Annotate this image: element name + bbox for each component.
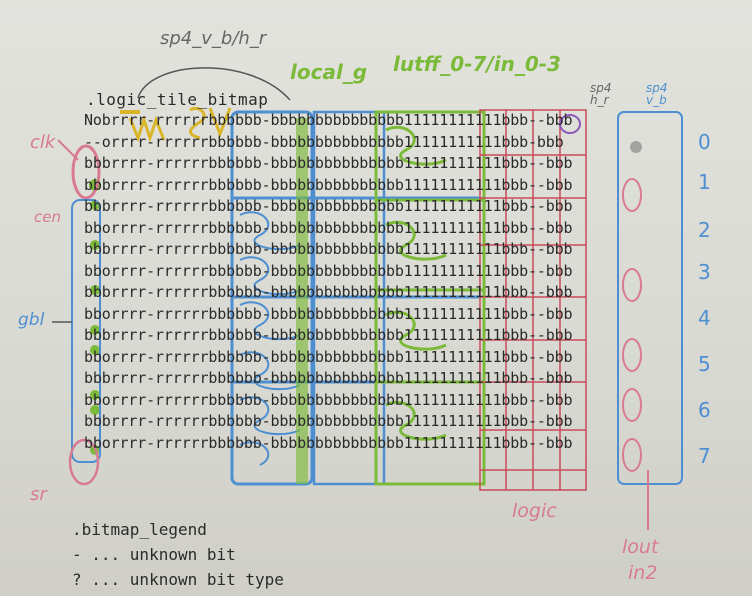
yellow-scribble [128, 115, 166, 143]
row-number: 0 [698, 130, 711, 154]
bitmap-row: bbbrrrr-rrrrrrbbbbbb-bbbbbbbbbbbbbbb1111… [84, 283, 573, 301]
bitmap-row: bbbrrrr-rrrrrrbbbbbb-bbbbbbbbbbbbbbb1111… [84, 326, 573, 344]
legend-line: .bitmap_legend [72, 520, 207, 539]
bitmap-row: bborrrr-rrrrrrbbbbbb-bbbbbbbbbbbbbbb1111… [84, 390, 573, 409]
local-g-label: local_g [290, 60, 368, 84]
bitmap-header: .logic_tile_bitmap [86, 90, 269, 109]
bitmap-row: bbbrrrr-rrrrrrbbbbbb-bbbbbbbbbbbbbbb1111… [84, 154, 573, 172]
row-number: 1 [698, 170, 711, 194]
bitmap-rows: Nobrrrr-rrrrrrbbbbbb-bbbbbbbbbbbbbbb1111… [84, 110, 573, 454]
bitmap-row: Nobrrrr-rrrrrrbbbbbb-bbbbbbbbbbbbbbb1111… [84, 111, 573, 129]
pink-right-ovals [622, 178, 642, 472]
bitmap-row: bbbrrrr-rrrrrrbbbbbb-bbbbbbbbbbbbbbb1111… [84, 175, 573, 194]
bitmap-row: bborrrr-rrrrrrbbbbbb-bbbbbbbbbbbbbbb1111… [84, 218, 573, 237]
sp4-top-label: sp4_v_b/h_r [160, 28, 267, 49]
row-number: 3 [698, 260, 711, 284]
clk-oval [71, 144, 101, 200]
logic-label: logic [512, 500, 557, 522]
lutff-boxes [374, 110, 486, 486]
bitmap-row: bbbrrrr-rrrrrrbbbbbb-bbbbbbbbbbbbbbb1111… [84, 412, 573, 430]
gbl-bracket [71, 199, 101, 463]
bitmap-row: bborrrr-rrrrrrbbbbbb-bbbbbbbbbbbbbbb1111… [84, 347, 573, 366]
in2-label: in2 [628, 562, 658, 584]
clk-leader [57, 139, 79, 161]
bitmap-row: --orrrr-rrrrrrbbbbbb-bbbbbbbbbbbbbbb1111… [84, 132, 564, 151]
bitmap-row: bborrrr-rrrrrrbbbbbb-bbbbbbbbbbbbbbb1111… [84, 433, 573, 452]
sp4-right-box [617, 111, 683, 485]
lutff-label: lutff_0-7/in_0-3 [393, 52, 561, 76]
row-number: 6 [698, 398, 711, 422]
sr-label: sr [30, 484, 47, 505]
logic-grid [479, 109, 587, 491]
local-g-bar [296, 118, 308, 484]
clk-label: clk [30, 132, 56, 153]
bitmap-legend: .bitmap_legend - ... unknown bit ? ... unk… [72, 517, 284, 592]
bitmap-row: bborrrr-rrrrrrbbbbbb-bbbbbbbbbbbbbbb1111… [84, 261, 573, 280]
purple-mark [559, 114, 581, 134]
yellow-scribble-2 [189, 107, 232, 140]
legend-line: - ... unknown bit [72, 545, 236, 564]
row-number: 7 [698, 444, 711, 468]
local-g-box [312, 110, 386, 486]
row-number: 2 [698, 218, 711, 242]
lout-label: lout [622, 536, 659, 558]
gbl-label: gbl [18, 310, 45, 330]
blue-swirls [239, 211, 301, 466]
bitmap-row: bborrrr-rrrrrrbbbbbb-bbbbbbbbbbbbbbb1111… [84, 304, 573, 323]
bitmap-row: bbbrrrr-rrrrrrbbbbbb-bbbbbbbbbbbbbbb1111… [84, 240, 573, 258]
gray-dot [630, 141, 642, 153]
bitmap-row: bbbrrrr-rrrrrrbbbbbb-bbbbbbbbbbbbbbb1111… [84, 197, 573, 215]
sp4-vb-label: sp4 v_b [646, 81, 668, 107]
sp4-arc [137, 67, 291, 101]
bitmap-row: bbbrrrr-rrrrrrbbbbbb-bbbbbbbbbbbbbbb1111… [84, 369, 573, 387]
cen-label: cen [34, 208, 61, 226]
row-number: 5 [698, 352, 711, 376]
row-number: 4 [698, 306, 711, 330]
sr-oval [68, 438, 100, 486]
legend-line: ? ... unknown bit type [72, 570, 284, 589]
sp4-hr-label: sp4 h_r [590, 81, 612, 107]
